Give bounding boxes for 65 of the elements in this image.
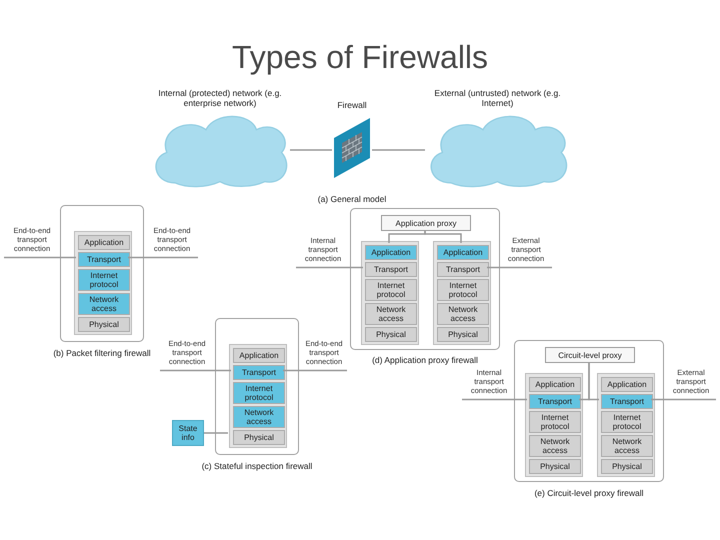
protocol-layer: Network access [437, 303, 489, 325]
protocol-layer: Internet protocol [365, 279, 417, 301]
protocol-layer: Physical [365, 327, 417, 342]
protocol-layer: Network access [365, 303, 417, 325]
protocol-layer: Network access [78, 293, 130, 315]
connector-line [204, 432, 228, 434]
protocol-layer: Application [437, 245, 489, 260]
protocol-stack [525, 373, 583, 477]
protocol-layer: Internet protocol [233, 382, 285, 404]
state-info-box: State info [172, 420, 204, 446]
connector-line [462, 398, 527, 400]
protocol-stack [229, 344, 287, 448]
protocol-layer: Transport [365, 262, 417, 277]
firewall-frame [215, 318, 299, 455]
proxy-box: Application proxy [381, 215, 471, 231]
figure-caption: (a) General model [316, 194, 388, 205]
protocol-layer: Network access [233, 406, 285, 428]
connector-line [372, 149, 425, 151]
figure-caption: (e) Circuit-level proxy firewall [533, 488, 645, 499]
protocol-layer: Transport [233, 365, 285, 380]
protocol-layer: Physical [233, 430, 285, 445]
firewall-frame [514, 340, 664, 482]
protocol-layer: Internet protocol [78, 269, 130, 291]
protocol-layer: Internet protocol [529, 411, 581, 433]
protocol-layer: Application [233, 348, 285, 363]
figure-caption: (d) Application proxy firewall [371, 355, 479, 366]
protocol-stack [361, 241, 419, 345]
network-label: External (untrusted) network (e.g. Internet) [433, 88, 562, 108]
protocol-stack [597, 373, 655, 477]
figure-caption: (b) Packet filtering firewall [52, 348, 152, 359]
connector-line [487, 266, 552, 268]
firewall-label: Firewall [336, 100, 368, 111]
protocol-layer: Application [365, 245, 417, 260]
protocol-layer: Physical [601, 459, 653, 474]
protocol-layer: Transport [601, 394, 653, 409]
firewall-frame [350, 208, 500, 350]
protocol-layer: Physical [78, 317, 130, 332]
protocol-layer: Physical [437, 327, 489, 342]
network-label: Internal (protected) network (e.g. enterprise network) [157, 88, 283, 108]
connector-line [588, 362, 599, 400]
connector-line [4, 256, 76, 258]
protocol-layer: Application [78, 235, 130, 250]
connector-line [160, 370, 231, 372]
firewall-frame [60, 205, 144, 342]
connector-line [290, 149, 332, 151]
proxy-box: Circuit-level proxy [545, 347, 635, 363]
figure-caption: (c) Stateful inspection firewall [200, 461, 314, 472]
protocol-layer: Transport [437, 262, 489, 277]
protocol-stack [433, 241, 491, 345]
protocol-layer: Application [601, 377, 653, 392]
connector-line [128, 256, 198, 258]
connector-line [296, 266, 363, 268]
protocol-layer: Network access [529, 435, 581, 457]
protocol-layer: Application [529, 377, 581, 392]
protocol-layer: Network access [601, 435, 653, 457]
protocol-layer: Internet protocol [601, 411, 653, 433]
protocol-layer: Transport [529, 394, 581, 409]
connector-line [651, 398, 716, 400]
diagram-title: Types of Firewalls [232, 38, 488, 76]
protocol-layer: Transport [78, 252, 130, 267]
protocol-layer: Physical [529, 459, 581, 474]
connector-line [424, 230, 462, 243]
protocol-stack [74, 231, 132, 335]
protocol-layer: Internet protocol [437, 279, 489, 301]
connector-line [283, 370, 347, 372]
